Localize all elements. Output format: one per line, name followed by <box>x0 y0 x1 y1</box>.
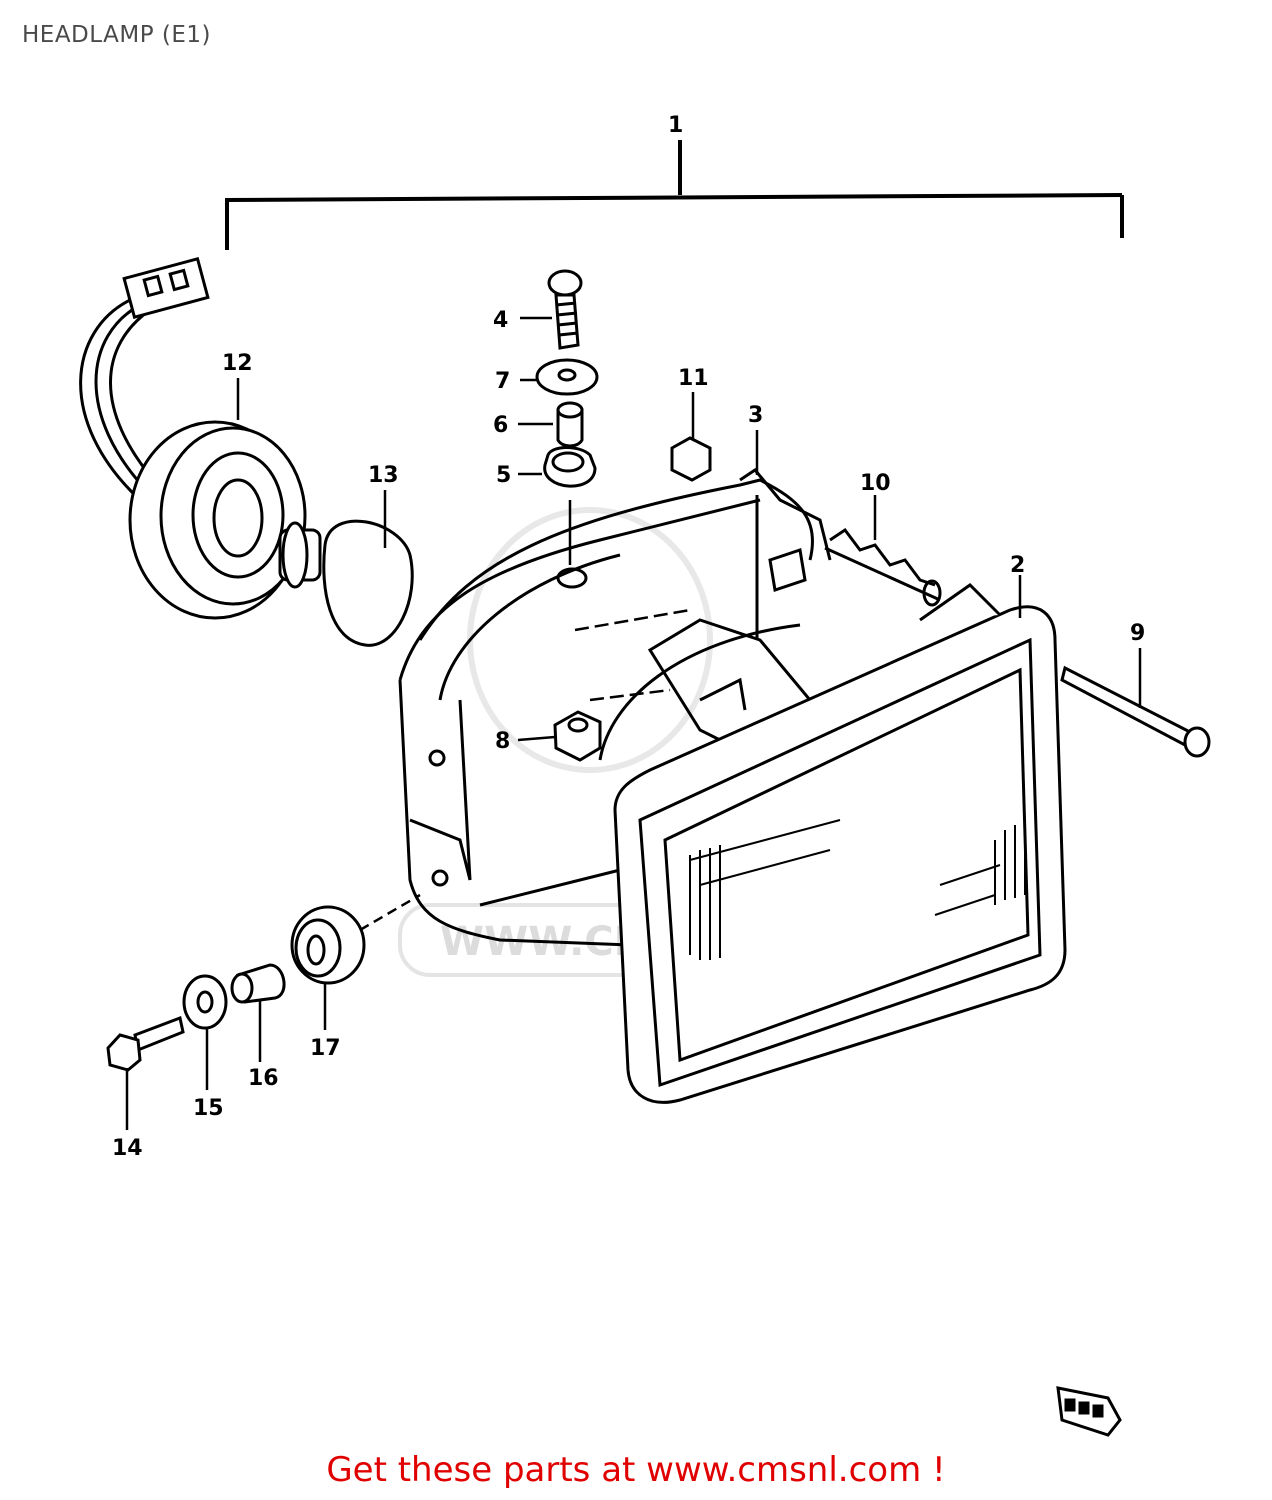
screw-9 <box>1060 665 1211 758</box>
callout-7: 7 <box>495 369 510 394</box>
nut-8 <box>553 710 602 762</box>
page-title: HEADLAMP (E1) <box>22 22 211 48</box>
callout-14: 14 <box>112 1136 143 1161</box>
callout-2: 2 <box>1010 553 1025 578</box>
callouts: 1 2 3 4 5 6 7 8 9 10 11 12 13 14 15 16 1… <box>112 113 1145 1161</box>
callout-1: 1 <box>668 113 683 138</box>
screw <box>547 269 583 350</box>
grommet-17 <box>290 905 366 985</box>
callout-6: 6 <box>493 413 508 438</box>
bulb-socket <box>79 257 307 620</box>
bulb <box>278 519 414 647</box>
footer-promo-link[interactable]: Get these parts at www.cmsnl.com ! <box>326 1450 946 1490</box>
callout-4: 4 <box>493 308 508 333</box>
callout-8: 8 <box>495 729 510 754</box>
washer-15 <box>182 974 228 1030</box>
spring-10 <box>824 527 942 607</box>
callout-17: 17 <box>310 1036 341 1061</box>
headlamp-exploded-diagram: WWW.CMSNL.COM <box>79 113 1211 1437</box>
lens-lines <box>689 819 1026 960</box>
headlamp-lens-unit <box>613 583 1067 1104</box>
callout-15: 15 <box>193 1096 224 1121</box>
collar-6 <box>556 401 584 448</box>
callout-9: 9 <box>1130 621 1145 646</box>
assembly-bracket <box>224 140 1124 250</box>
cushion-5 <box>543 446 597 488</box>
leader-lines <box>125 316 1142 1130</box>
bolt-14 <box>106 1015 185 1072</box>
callout-16: 16 <box>248 1066 279 1091</box>
nut-11 <box>670 436 712 482</box>
callout-5: 5 <box>496 463 511 488</box>
callout-12: 12 <box>222 351 253 376</box>
headlamp-housing <box>398 468 832 947</box>
callout-10: 10 <box>860 471 891 496</box>
washer-7 <box>535 358 599 396</box>
collar-16 <box>230 963 286 1004</box>
callout-11: 11 <box>678 366 709 391</box>
callout-13: 13 <box>368 463 399 488</box>
callout-3: 3 <box>748 403 763 428</box>
corner-mark <box>1056 1386 1122 1437</box>
